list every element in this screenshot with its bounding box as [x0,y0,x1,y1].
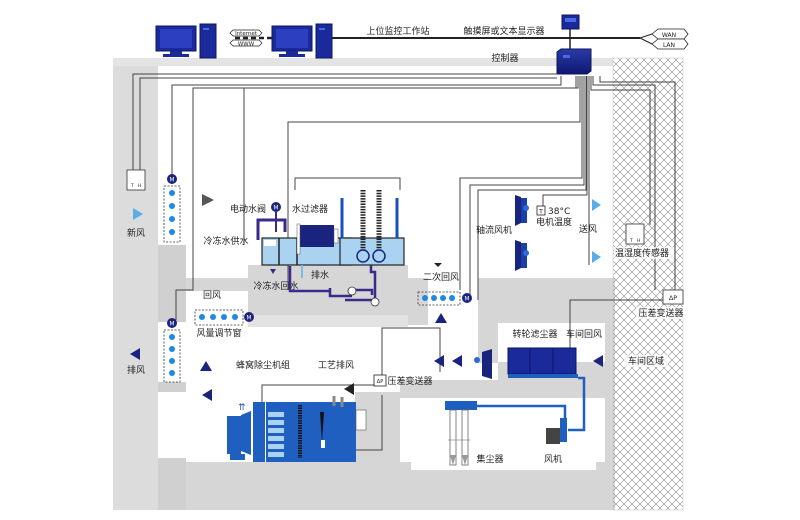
svg-text:T: T [538,208,543,216]
svg-text:M: M [273,205,278,212]
supply-air-arrow-icon-1 [592,199,601,211]
svg-text:Internet: Internet [235,31,258,37]
th-sensor-label: 温湿度传感器 [615,247,669,259]
drain-label: 排水 [311,269,329,281]
exhaust-air-label: 排风 [127,364,145,376]
dust-collection-duct [475,376,586,432]
secondary-return-arrow-icon [434,263,442,267]
workshop-th-sensor: T H [625,223,645,245]
axial-fan-2[interactable] [515,240,529,271]
water-pump-area-label: 水泵 [344,306,360,316]
motor-temp-label: 电机温度 [536,216,572,228]
touch-display-label: 触摸屏或文本显示器 [463,25,544,37]
chilled-return-label: 冷冻水回水 [253,280,298,292]
svg-text:ΔP: ΔP [669,294,677,302]
upper-workstation-computer[interactable] [271,23,333,59]
network-bus [235,28,653,50]
secondary-return-damper[interactable]: M [417,291,472,306]
water-pump-1[interactable] [347,286,357,296]
supply-air-label: 送风 [579,223,597,235]
airflow-arrow-icon [202,194,214,206]
controller-device[interactable] [556,48,592,75]
dust-collector-label: 集尘器 [476,453,503,465]
control-wiring [132,73,676,451]
svg-text:H: H [138,183,141,189]
www-tag: WWW [229,39,263,48]
workshop-dp-transmitter: ΔP [662,289,684,305]
svg-text:WWW: WWW [238,42,255,48]
motor-temp-sensor: T [536,205,546,216]
svg-text:LAN: LAN [663,42,675,49]
upper-workstation-label: 上位监控工作站 [366,25,429,37]
workshop-area-hatch [613,58,683,510]
honeycomb-unit-label: 蜂窝除尘机组 [236,359,290,371]
airflow-left-arrow-icon [202,389,212,401]
return-air-damper[interactable]: M [194,309,254,326]
dp-transmitter-right-label: 压差变送器 [638,307,683,319]
secondary-return-label: 二次回风 [423,271,459,283]
process-exhaust-arrow-icon [344,383,354,395]
water-filter-label: 水过滤器 [292,203,328,215]
workshop-return-arrow-icon [593,355,603,367]
chilled-water-pipes [288,265,377,302]
controller-label: 控制器 [491,52,518,64]
lan-tag: LAN [651,38,689,50]
workshop-return-label: 车间回风 [566,328,602,340]
internet-tag: Internet [229,29,263,37]
process-exhaust-label: 工艺排风 [318,359,354,371]
secondary-return-up-arrow-icon [435,313,447,323]
dust-collector-header [445,401,477,410]
electric-water-valve[interactable]: M [256,202,287,240]
dust-collector[interactable] [448,409,470,466]
spray-water-tank [261,190,405,278]
dust-fan[interactable] [546,418,567,444]
svg-text:T: T [629,238,633,244]
svg-text:M: M [246,315,251,322]
rotary-filter-label: 转轮滤尘器 [512,328,557,340]
chilled-supply-label: 冷冻水供水 [203,235,248,247]
svg-text:H: H [637,238,640,244]
return-fan[interactable] [474,349,492,379]
air-damper-label: 风量调节窗 [196,327,241,339]
exhaust-air-arrow-icon [130,348,140,360]
workshop-area-label: 车间区域 [628,355,664,367]
supply-air-arrow-icon-2 [592,251,601,263]
fresh-air-label: 新风 [127,227,145,239]
dp-transmitter-mid: ΔP [373,374,387,387]
svg-text:M: M [169,321,174,328]
remote-computer[interactable] [155,23,217,59]
exhaust-air-damper[interactable]: M [163,318,181,383]
chilled-return-arrow-icon [270,269,276,274]
svg-text:ΔP: ΔP [377,379,383,385]
electric-valve-label: 电动水阀 [230,203,266,215]
process-air-arrow-icon-2 [434,355,444,367]
airflow-up-arrow-icon [200,361,212,371]
honeycomb-dust-unit[interactable] [227,396,367,462]
fresh-air-th-sensor: T H [126,169,146,191]
svg-text:M: M [169,177,174,184]
fresh-air-arrow-icon [133,208,143,220]
water-pump-2[interactable] [370,297,380,307]
wan-tag: WAN [651,28,689,40]
svg-text:M: M [464,296,469,303]
dp-transmitter-mid-label: 压差变送器 [387,375,432,387]
touch-display[interactable] [561,14,580,30]
svg-text:T: T [130,183,134,189]
motor-temp-value: 38°C [548,207,570,217]
process-air-arrow-icon [452,355,462,367]
upflow-arrows-icon: ⇈ [238,403,246,413]
fresh-air-damper[interactable]: M [163,174,181,243]
dust-fan-label: 风机 [544,453,562,465]
return-air-label: 回风 [203,290,221,301]
axial-fan-label: 轴流风机 [476,224,512,236]
rotary-dust-filter[interactable] [507,347,578,378]
building-walls [113,58,615,510]
svg-text:WAN: WAN [662,32,676,39]
axial-fan-1[interactable] [515,195,529,226]
